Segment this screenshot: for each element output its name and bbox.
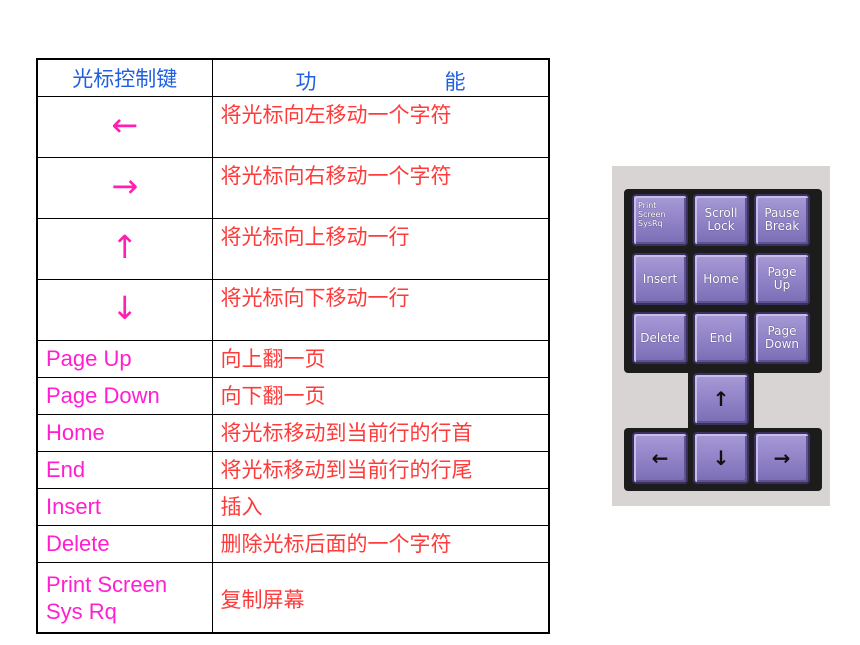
left-arrow-key-icon: ← <box>632 432 688 484</box>
page-up-key: Page Up <box>754 253 810 305</box>
scroll-lock-key: Scroll Lock <box>693 194 749 246</box>
key-name: Insert <box>36 488 213 526</box>
table-row: Page Down 向下翻一页 <box>36 377 550 415</box>
table-row: Home 将光标移动到当前行的行首 <box>36 414 550 452</box>
table-row: → 将光标向右移动一个字符 <box>36 157 550 219</box>
function-text: 插入 <box>211 488 550 526</box>
table-row: Print Screen Sys Rq 复制屏幕 <box>36 562 550 634</box>
table-row: Page Up 向上翻一页 <box>36 340 550 378</box>
up-arrow-key: ↑ <box>36 218 213 280</box>
key-name-line-2: Sys Rq <box>46 598 117 624</box>
table-header-row: 光标控制键 功 能 <box>36 58 550 97</box>
table-row: End 将光标移动到当前行的行尾 <box>36 451 550 489</box>
key-name: Page Down <box>36 377 213 415</box>
table-row: Insert 插入 <box>36 488 550 526</box>
key-name: Home <box>36 414 213 452</box>
insert-key: Insert <box>632 253 688 305</box>
table-row: ← 将光标向左移动一个字符 <box>36 96 550 158</box>
key-name: Delete <box>36 525 213 563</box>
function-text: 将光标向右移动一个字符 <box>211 157 550 219</box>
function-text: 向下翻一页 <box>211 377 550 415</box>
right-arrow-key: → <box>36 157 213 219</box>
header-key-column: 光标控制键 <box>36 58 213 97</box>
key-name: End <box>36 451 213 489</box>
key-name: Print Screen Sys Rq <box>36 562 213 634</box>
key-name-line-1: Print Screen <box>46 571 168 597</box>
table-row: ↓ 将光标向下移动一行 <box>36 279 550 341</box>
pause-break-key: Pause Break <box>754 194 810 246</box>
function-text: 将光标向下移动一行 <box>211 279 550 341</box>
delete-key: Delete <box>632 312 688 364</box>
left-arrow-key: ← <box>36 96 213 158</box>
print-screen-key: Print Screen SysRq <box>632 194 688 246</box>
home-key: Home <box>693 253 749 305</box>
keypad-illustration: Print Screen SysRq Scroll Lock Pause Bre… <box>612 166 830 506</box>
end-key: End <box>693 312 749 364</box>
page-down-key: Page Down <box>754 312 810 364</box>
function-text: 向上翻一页 <box>211 340 550 378</box>
function-text: 将光标移动到当前行的行首 <box>211 414 550 452</box>
header-function-char-1: 功 <box>295 70 317 94</box>
cursor-keys-table: 光标控制键 功 能 ← 将光标向左移动一个字符 → 将光标向右移动一个字符 ↑ … <box>36 58 550 634</box>
up-arrow-key-icon: ↑ <box>693 373 749 425</box>
header-function-char-2: 能 <box>444 70 466 94</box>
function-text: 将光标移动到当前行的行尾 <box>211 451 550 489</box>
key-name: Page Up <box>36 340 213 378</box>
right-arrow-key-icon: → <box>754 432 810 484</box>
function-text: 删除光标后面的一个字符 <box>211 525 550 563</box>
down-arrow-key: ↓ <box>36 279 213 341</box>
down-arrow-key-icon: ↓ <box>693 432 749 484</box>
table-row: ↑ 将光标向上移动一行 <box>36 218 550 280</box>
function-text: 将光标向上移动一行 <box>211 218 550 280</box>
table-row: Delete 删除光标后面的一个字符 <box>36 525 550 563</box>
function-text: 将光标向左移动一个字符 <box>211 96 550 158</box>
function-text: 复制屏幕 <box>211 562 550 634</box>
header-function-column: 功 能 <box>211 58 550 97</box>
